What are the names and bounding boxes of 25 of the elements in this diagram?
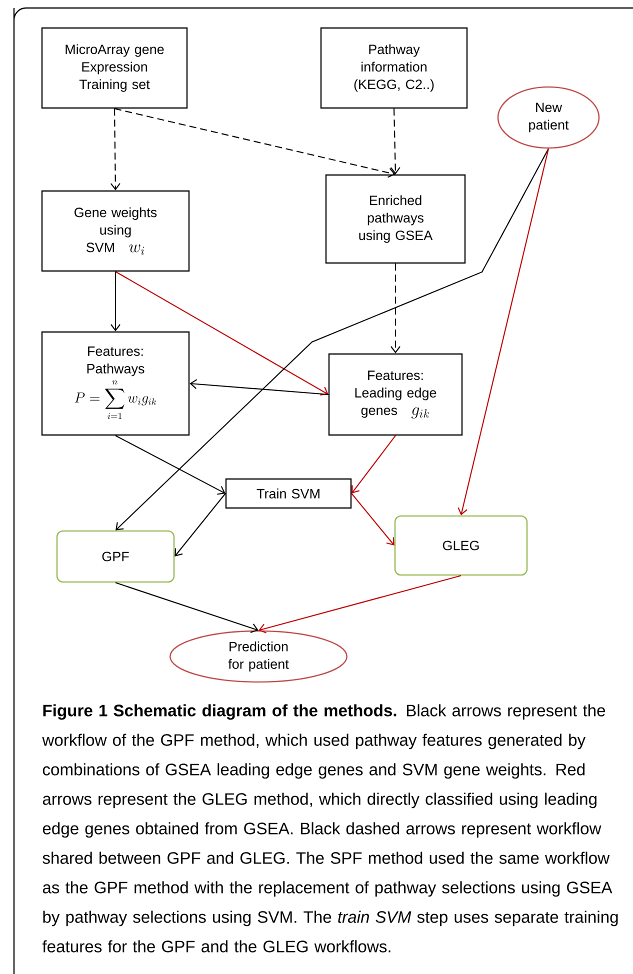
arrow bbox=[115, 582, 258, 633]
arrow bbox=[116, 148, 549, 530]
process-box: Enriched pathways using GSEA bbox=[325, 174, 466, 264]
process-box: MicroArray gene Expression Training set bbox=[41, 27, 188, 109]
arrow bbox=[115, 435, 226, 495]
arrow bbox=[115, 271, 328, 396]
arrow bbox=[258, 575, 462, 634]
process-box: Gene weights using SVM $w_{i}$ bbox=[41, 190, 190, 272]
method-box: GPF bbox=[56, 530, 175, 583]
arrow bbox=[174, 493, 226, 556]
arrow bbox=[114, 108, 396, 178]
process-box: Features: Leading edge genes $g_{ik}$ bbox=[328, 353, 463, 436]
arrow bbox=[458, 148, 550, 516]
arrow bbox=[390, 264, 400, 354]
arrow bbox=[110, 108, 120, 190]
process-box: Train SVM bbox=[225, 478, 352, 509]
arrow bbox=[190, 379, 328, 396]
arrow bbox=[110, 272, 120, 332]
arrow bbox=[351, 493, 394, 546]
arrow bbox=[352, 435, 396, 494]
process-box: Pathway information (KEGG, C2..) bbox=[320, 27, 468, 109]
figure-caption: Figure 1 Schematic diagram of the methods. Black arrows represent the workflow of the GPF method, which used pathway features generated by combinations of GSEA leading edge genes and SVM gene weights. Red arrows represent the GLEG method, which directly classified using leading edge genes obtained from GSEA. Black dashed arrows represent workflow shared between GPF and GLEG. The SPF method used the same workflow as the GPF method with the replacement of pathway selections using GSEA by pathway selections using SVM. The train SVM step uses separate training features for the GPF and the GLEG workflows. bbox=[42, 704, 618, 952]
method-box: GLEG bbox=[394, 515, 528, 576]
arrow bbox=[390, 108, 400, 174]
process-box: Features: Pathways $P=\sum_{i=1}^{n} w_{i}g_{ik}$ bbox=[41, 331, 190, 436]
